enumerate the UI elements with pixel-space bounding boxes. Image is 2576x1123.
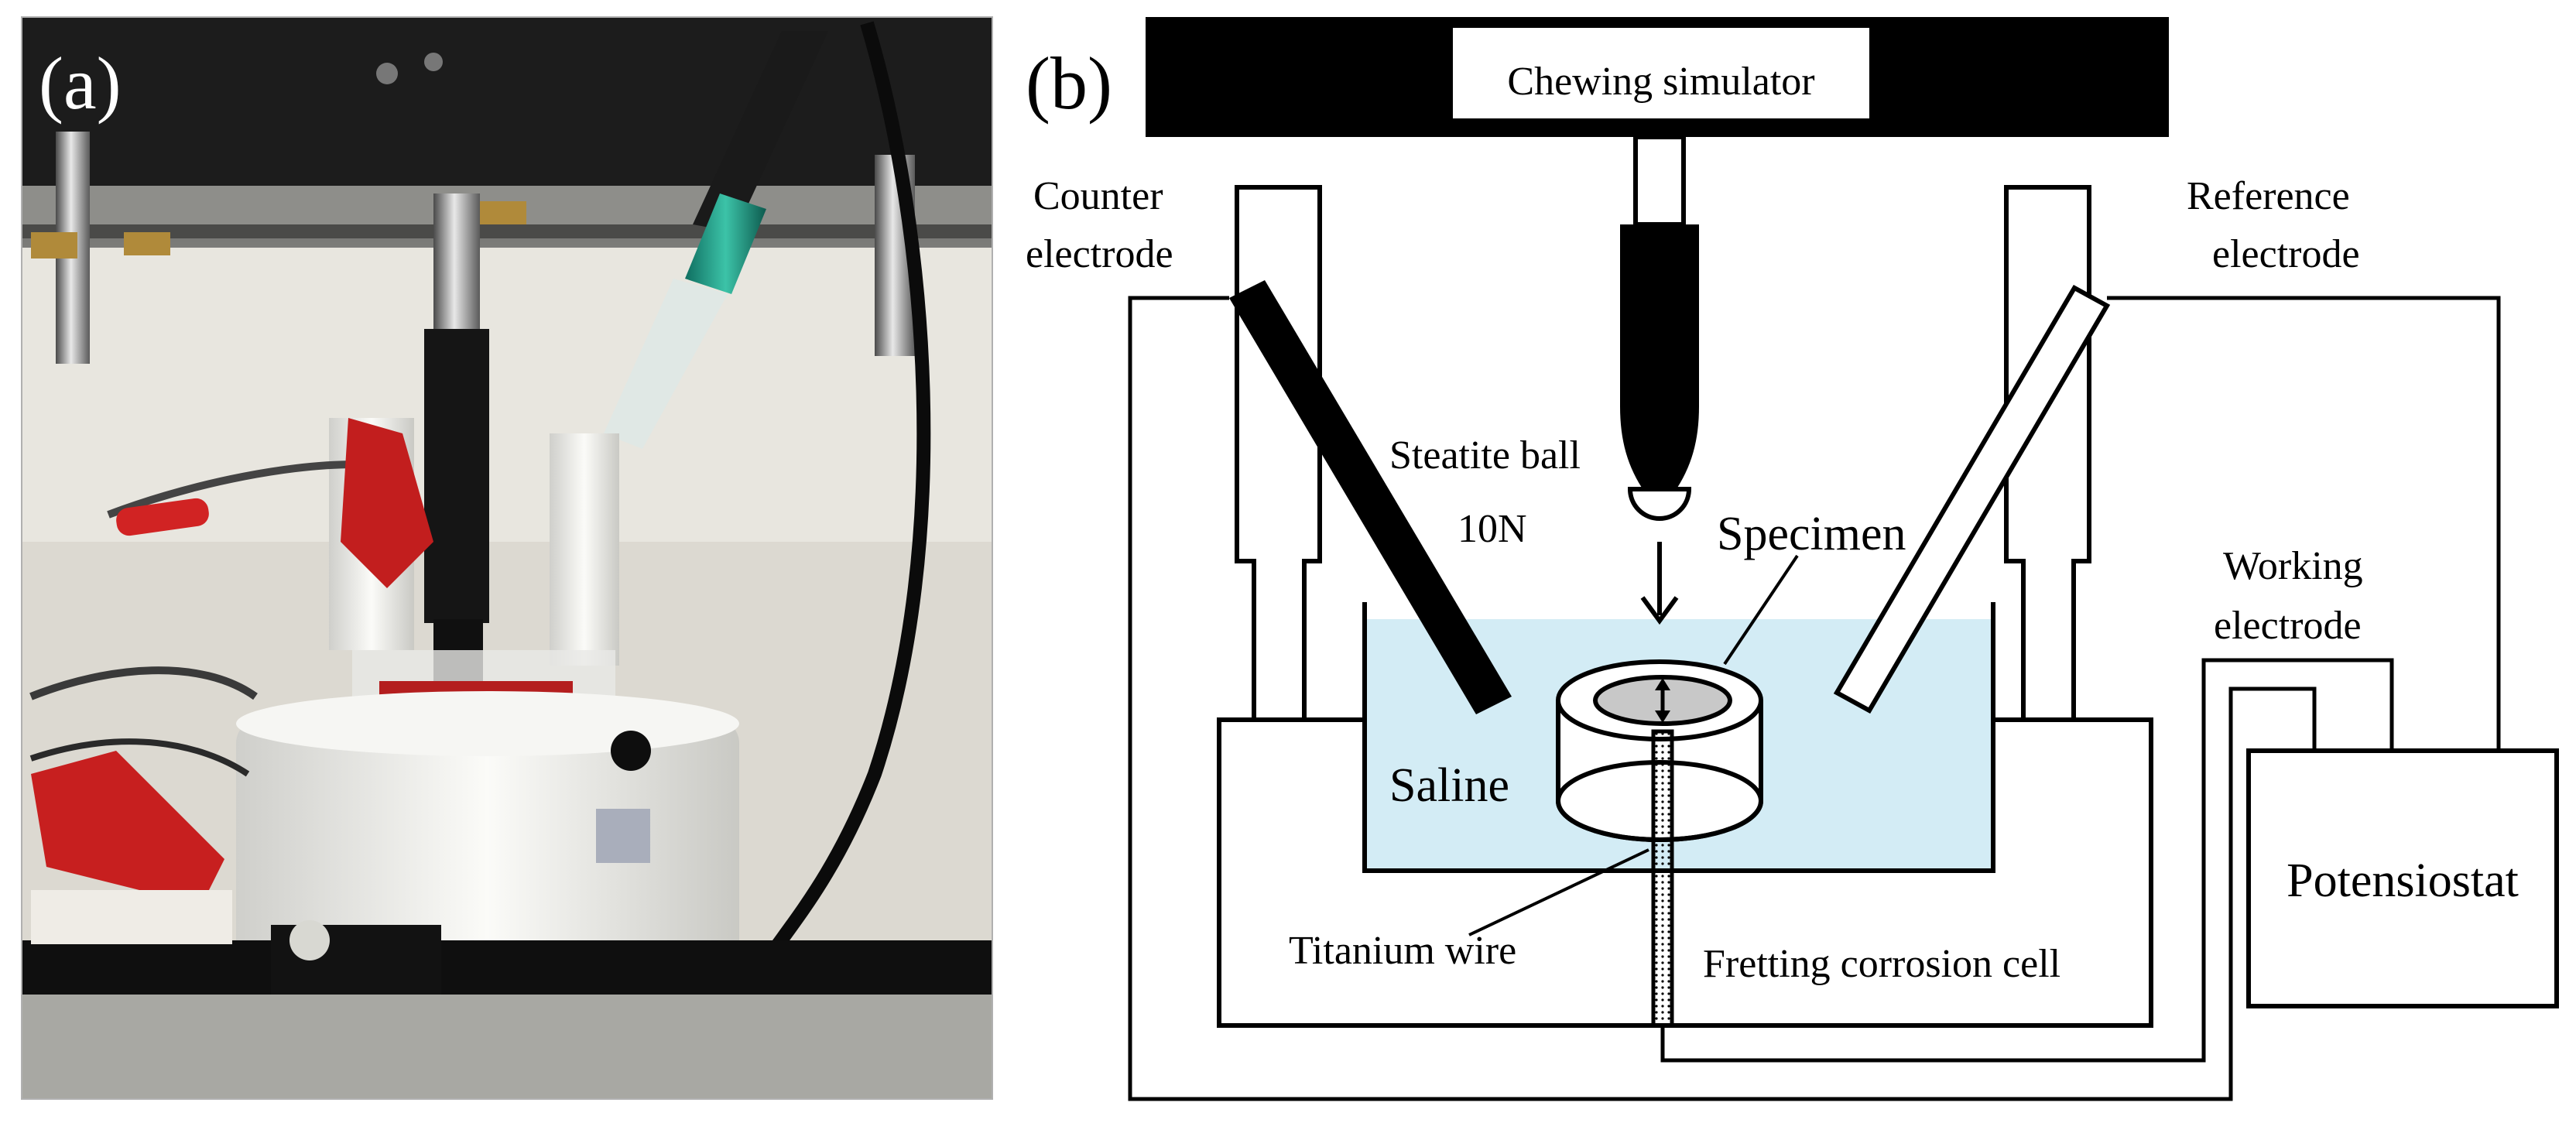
saline-label: Saline [1389, 759, 1509, 812]
reference-electrode-label-2: electrode [2212, 232, 2360, 276]
working-electrode-label-2: electrode [2214, 604, 2362, 648]
counter-electrode-label-2: electrode [1026, 232, 1173, 276]
counter-wire [1128, 296, 2317, 1101]
titanium-wire-leader [1468, 848, 1649, 936]
piston-shaft [1633, 135, 1686, 227]
load-arrow-head [1640, 596, 1679, 625]
specimen-label: Specimen [1717, 508, 1906, 560]
titanium-wire-label: Titanium wire [1289, 929, 1516, 973]
reference-electrode [1833, 284, 2111, 714]
working-wire [1660, 658, 2394, 1063]
steatite-ball-label: Steatite ball [1389, 433, 1581, 478]
titanium-wire [1651, 729, 1674, 1028]
chewing-simulator-label-box [1453, 28, 1869, 118]
potentiostat-label: Potensiostat [2287, 854, 2519, 907]
counter-electrode [1229, 280, 1512, 714]
piston-tip [1620, 224, 1699, 511]
specimen-leader [1723, 554, 1799, 666]
cell-label: Fretting corrosion cell [1703, 942, 2060, 986]
potentiostat-box [2246, 748, 2559, 1008]
working-electrode-label-1: Working [2223, 544, 2363, 588]
counter-electrode-label-1: Counter [1033, 174, 1163, 218]
chewing-simulator-label: Chewing simulator [1507, 60, 1814, 104]
saline-container [1362, 602, 1995, 873]
reference-electrode-label-1: Reference [2187, 174, 2350, 218]
panel-b-tag: (b) [1026, 42, 1112, 125]
panel-a-tag: (a) [39, 42, 122, 125]
steatite-ball [1627, 487, 1692, 521]
panel-a-frame [21, 16, 993, 1100]
load-label: 10N [1458, 507, 1527, 551]
fretting-motion-arrow [1655, 678, 1670, 723]
panel-b-schematic: (b) Chewing simulator [1026, 17, 2559, 1101]
wiring [1128, 296, 2501, 1101]
reference-wire [2107, 296, 2501, 751]
panel-a-photo [22, 17, 992, 1099]
left-pillar [1235, 185, 1322, 726]
